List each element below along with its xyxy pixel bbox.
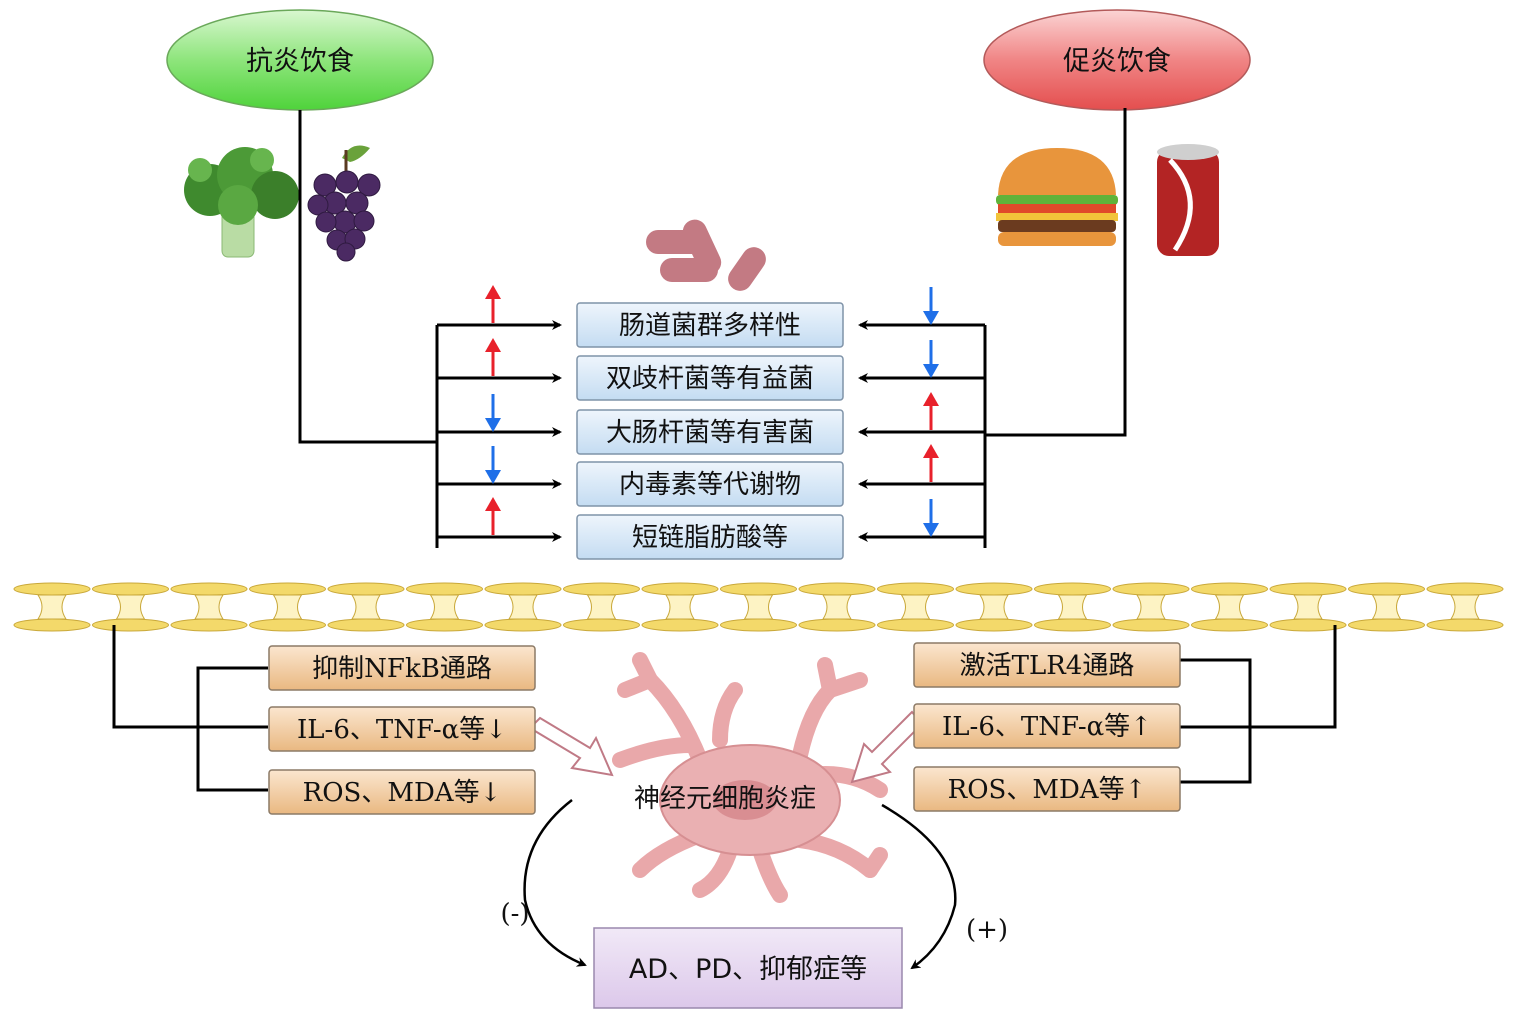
gut-box-label: 双歧杆菌等有益菌 bbox=[606, 364, 814, 394]
hollow-arrow-left bbox=[528, 716, 614, 777]
outcome-box: AD、PD、抑郁症等 bbox=[593, 927, 903, 1009]
burger-icon bbox=[996, 148, 1118, 246]
pro-change-arrow-up bbox=[923, 392, 939, 430]
gut-box-5: 短链脂肪酸等 bbox=[576, 514, 844, 560]
intestinal-barrier-icon bbox=[13, 582, 1504, 632]
neuron-icon bbox=[612, 652, 888, 903]
minus-sign-label: (-) bbox=[500, 899, 529, 929]
barrier-cell bbox=[13, 582, 91, 632]
pro-change-arrow-down bbox=[923, 340, 939, 378]
pro-change-arrow-down bbox=[923, 499, 939, 537]
soda-can-icon bbox=[1157, 144, 1219, 256]
gut-connectors bbox=[298, 108, 1127, 548]
effect-box-label: 抑制NFkB通路 bbox=[312, 654, 492, 684]
left-effect-box-2: IL-6、TNF-α等↓ bbox=[268, 706, 536, 752]
barrier-cell bbox=[877, 582, 954, 632]
gut-box-4: 内毒素等代谢物 bbox=[576, 461, 844, 507]
barrier-cell bbox=[563, 582, 640, 632]
barrier-cell bbox=[327, 582, 405, 632]
barrier-cell bbox=[720, 582, 797, 632]
barrier-cell bbox=[1112, 582, 1190, 632]
gut-box-2: 双歧杆菌等有益菌 bbox=[576, 355, 844, 401]
effect-box-label: 激活TLR4通路 bbox=[960, 651, 1135, 681]
pro-diet-label: 促炎饮食 bbox=[1063, 46, 1171, 77]
left-branch-arrows bbox=[437, 320, 562, 542]
pro-change-arrow-down bbox=[923, 287, 939, 325]
curved-arrows bbox=[523, 799, 957, 970]
anti-change-arrow-up bbox=[485, 497, 501, 535]
broccoli-icon bbox=[184, 147, 299, 258]
anti-change-arrow-down bbox=[485, 446, 501, 484]
barrier-cell bbox=[798, 582, 876, 632]
barrier-cell bbox=[484, 582, 562, 632]
gut-box-label: 肠道菌群多样性 bbox=[619, 311, 801, 341]
bacteria-icon bbox=[646, 219, 766, 291]
barrier-cell bbox=[406, 582, 483, 632]
effect-box-label: IL-6、TNF-α等↑ bbox=[942, 712, 1152, 742]
grapes-icon bbox=[307, 145, 381, 262]
barrier-cell bbox=[1348, 582, 1425, 632]
change-arrows bbox=[485, 285, 939, 537]
gut-box-label: 大肠杆菌等有害菌 bbox=[606, 418, 814, 448]
effect-connectors bbox=[112, 625, 1337, 792]
right-effect-box-2: IL-6、TNF-α等↑ bbox=[913, 703, 1181, 749]
right-effect-box-3: ROS、MDA等↑ bbox=[913, 766, 1181, 812]
barrier-cell bbox=[170, 582, 248, 632]
anti-change-arrow-down bbox=[485, 394, 501, 432]
pro-change-arrow-up bbox=[923, 444, 939, 482]
barrier-cell bbox=[955, 582, 1033, 632]
barrier-cell bbox=[1269, 582, 1347, 632]
pro-inflammatory-diet-node: 促炎饮食 bbox=[983, 9, 1251, 111]
left-effect-box-3: ROS、MDA等↓ bbox=[268, 769, 536, 815]
gut-box-label: 短链脂肪酸等 bbox=[632, 523, 788, 553]
anti-change-arrow-up bbox=[485, 338, 501, 376]
anti-diet-label: 抗炎饮食 bbox=[246, 46, 354, 77]
gut-box-3: 大肠杆菌等有害菌 bbox=[576, 409, 844, 455]
barrier-cell bbox=[641, 582, 719, 632]
effect-boxes: 抑制NFkB通路 IL-6、TNF-α等↓ ROS、MDA等↓ 激活TLR4通路 IL-… bbox=[268, 642, 1181, 815]
gut-box-label: 内毒素等代谢物 bbox=[619, 470, 801, 500]
outcome-label: AD、PD、抑郁症等 bbox=[629, 954, 867, 985]
neuron-label: 神经元细胞炎症 bbox=[634, 784, 816, 814]
barrier-cell bbox=[249, 582, 326, 632]
barrier-cell bbox=[1034, 582, 1111, 632]
right-effect-box-1: 激活TLR4通路 bbox=[913, 642, 1181, 688]
anti-change-arrow-up bbox=[485, 285, 501, 323]
barrier-cell bbox=[1191, 582, 1268, 632]
right-branch-arrows bbox=[858, 320, 985, 542]
plus-sign-label: (+) bbox=[966, 915, 1008, 945]
effect-box-label: ROS、MDA等↑ bbox=[948, 775, 1147, 805]
anti-inflammatory-diet-node: 抗炎饮食 bbox=[166, 9, 434, 111]
barrier-cell bbox=[92, 582, 169, 632]
hollow-arrow-right bbox=[850, 710, 924, 784]
gut-box-1: 肠道菌群多样性 bbox=[576, 302, 844, 348]
left-effect-box-1: 抑制NFkB通路 bbox=[268, 645, 536, 691]
barrier-cell bbox=[1426, 582, 1504, 632]
effect-box-label: IL-6、TNF-α等↓ bbox=[297, 715, 507, 745]
effect-box-label: ROS、MDA等↓ bbox=[303, 778, 502, 808]
